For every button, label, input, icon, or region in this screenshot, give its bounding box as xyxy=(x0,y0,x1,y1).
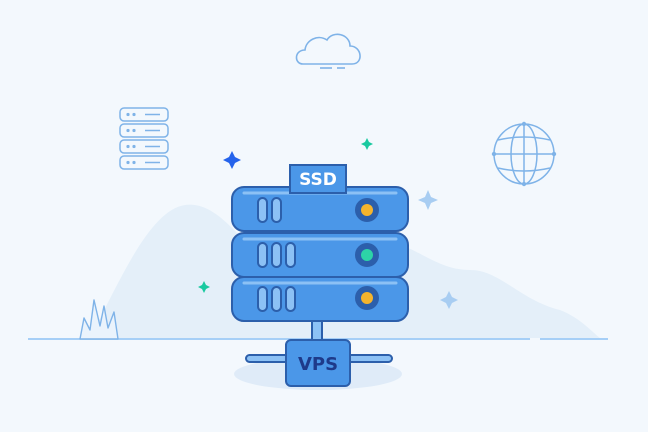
status-led xyxy=(361,204,373,216)
cloud-icon xyxy=(295,33,361,69)
server-rack-icon xyxy=(119,107,169,170)
status-led xyxy=(361,292,373,304)
plant-icon xyxy=(79,299,119,340)
sparkle-icon xyxy=(198,138,458,309)
vps-label: VPS xyxy=(298,354,338,375)
server-stack xyxy=(231,186,409,322)
ssd-tag: SSD xyxy=(289,164,347,194)
server-unit xyxy=(231,232,409,278)
server-unit xyxy=(231,276,409,322)
vps-box: VPS xyxy=(285,339,351,387)
status-led xyxy=(361,249,373,261)
ssd-label: SSD xyxy=(299,170,337,190)
globe-icon xyxy=(491,121,557,187)
